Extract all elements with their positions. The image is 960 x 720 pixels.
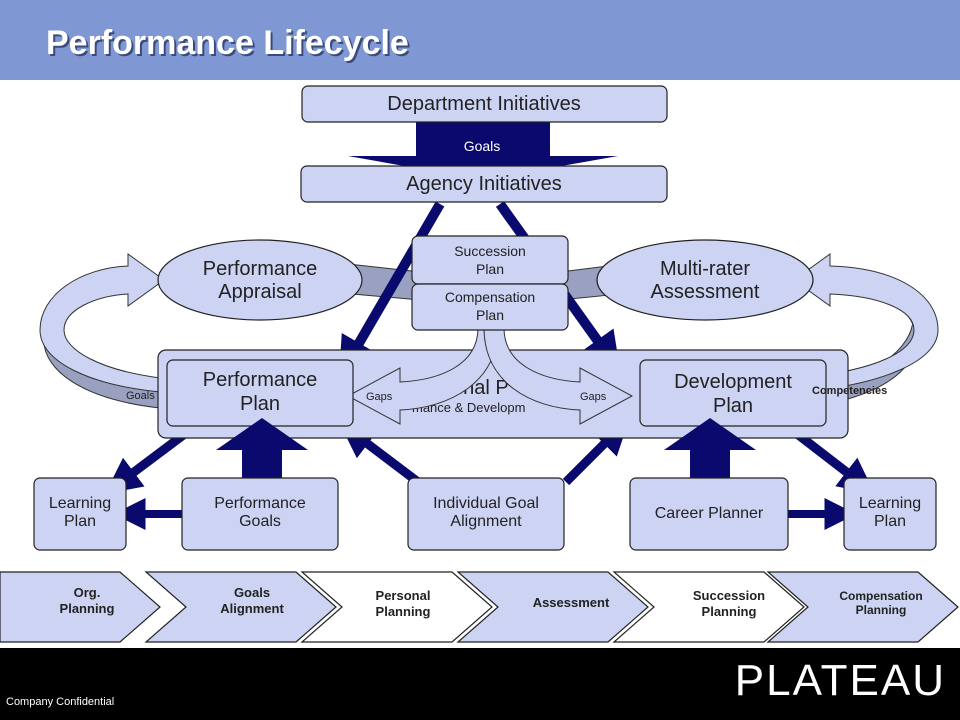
multirater-line2: Assessment — [651, 281, 760, 303]
confidential-label: Company Confidential — [6, 696, 115, 708]
succession-line2: Plan — [476, 261, 504, 277]
process-step-4: Assessment — [456, 571, 649, 643]
performance-goals-box — [181, 477, 339, 551]
process-step-6: Compensation Planning — [766, 571, 959, 643]
step-2-line1: Goals — [234, 585, 270, 600]
multirater-line1: Multi-rater — [660, 258, 750, 280]
step-2-line2: Alignment — [220, 601, 284, 616]
process-step-1: Org. Planning — [0, 571, 161, 643]
step-6-line2: Planning — [856, 603, 907, 617]
performance-appraisal-ellipse — [157, 239, 363, 321]
career-planner-label: Career Planner — [655, 505, 764, 522]
arrow-goal-to-perfplan — [339, 422, 421, 486]
learning-left-line2: Plan — [64, 513, 96, 530]
title-bar: Performance Lifecycle — [0, 0, 960, 80]
arrow-devplan-to-learning — [789, 426, 875, 494]
goal-alignment-box — [407, 477, 565, 551]
right-cycle-arrow — [793, 253, 939, 393]
compensation-line2: Plan — [476, 307, 504, 323]
gaps-left-arrow — [346, 327, 499, 425]
learning-plan-right-box — [843, 477, 937, 551]
appraisal-line1: Performance — [203, 258, 318, 280]
step-1-line1: Org. — [74, 585, 101, 600]
process-step-5: Succession Planning — [612, 571, 805, 643]
goal-align-line1: Individual Goal — [433, 495, 539, 512]
perf-plan-line1: Performance — [203, 369, 318, 391]
gaps-left-label: Gaps — [366, 391, 393, 403]
step-3-line1: Personal — [376, 588, 431, 603]
process-step-2: Goals Alignment — [144, 571, 337, 643]
learning-right-line1: Learning — [859, 495, 921, 512]
gaps-right-label: Gaps — [580, 391, 607, 403]
competencies-label: Competencies — [812, 385, 887, 397]
goals-funnel-label: Goals — [464, 138, 501, 154]
perf-goals-line2: Goals — [239, 513, 281, 530]
department-initiatives-box — [301, 85, 668, 123]
personal-plan-subtitle: mance & Developm — [412, 400, 525, 415]
succession-line1: Succession — [454, 243, 526, 259]
step-5-line2: Planning — [702, 604, 757, 619]
goals-side-label: Goals — [126, 390, 155, 402]
step-3-line2: Planning — [376, 604, 431, 619]
development-plan-box — [639, 359, 827, 427]
goal-align-line2: Alignment — [450, 513, 522, 530]
perf-goals-line1: Performance — [214, 495, 306, 512]
department-initiatives-label: Department Initiatives — [387, 93, 580, 115]
page-title: Performance Lifecycle — [46, 24, 409, 62]
lifecycle-diagram: Goals Department Initiatives Agency Init… — [0, 85, 959, 643]
step-6-line1: Compensation — [839, 589, 922, 603]
compensation-plan-box — [411, 283, 569, 331]
arrow-agency-to-left — [338, 201, 445, 378]
career-planner-box — [629, 477, 789, 551]
left-cycle-arrow — [39, 253, 165, 393]
up-arrow-performance-goals — [216, 418, 308, 478]
perf-plan-line2: Plan — [240, 393, 280, 415]
arrow-goal-to-devplan — [562, 418, 630, 486]
multirater-ellipse — [596, 239, 814, 321]
dev-plan-line2: Plan — [713, 395, 753, 417]
footer-bar: Company Confidential PLATEAU — [0, 648, 960, 720]
company-logo: PLATEAU — [734, 656, 946, 705]
agency-initiatives-box — [300, 165, 668, 203]
process-step-3: Personal Planning — [300, 571, 493, 643]
dev-plan-line1: Development — [674, 371, 792, 393]
learning-plan-left-box — [33, 477, 127, 551]
step-5-line1: Succession — [693, 588, 765, 603]
arrow-perfplan-to-learning — [105, 426, 193, 494]
learning-left-line1: Learning — [49, 495, 111, 512]
gaps-right-arrow — [483, 327, 634, 425]
step-4-line1: Assessment — [533, 595, 610, 610]
agency-initiatives-label: Agency Initiatives — [406, 173, 562, 195]
compensation-line1: Compensation — [445, 289, 535, 305]
step-1-line2: Planning — [60, 601, 115, 616]
learning-right-line2: Plan — [874, 513, 906, 530]
up-arrow-career-planner — [664, 418, 756, 478]
appraisal-line2: Appraisal — [218, 281, 301, 303]
